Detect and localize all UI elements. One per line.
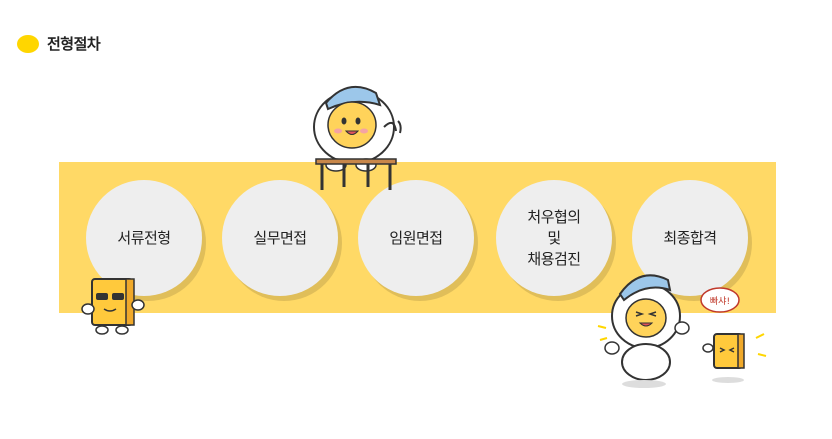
- character-at-desk-icon: [313, 85, 402, 190]
- step-practical-interview: 실무면접: [222, 180, 338, 296]
- step-executive-interview: 임원면접: [358, 180, 474, 296]
- section-title: 전형절차: [47, 35, 101, 53]
- step-label: 처우협의 및 채용검진: [527, 207, 581, 268]
- cheering-characters-icon: 빠샤!: [597, 274, 767, 388]
- section-header: 전형절차: [17, 33, 101, 54]
- step-label: 임원면접: [389, 228, 443, 247]
- bullet-dot-icon: [17, 34, 39, 53]
- book-character-icon: [81, 278, 145, 335]
- cheer-badge-text: 빠샤!: [710, 296, 730, 307]
- step-label: 서류전형: [117, 228, 171, 247]
- step-label: 최종합격: [663, 228, 717, 247]
- step-label: 실무면접: [253, 228, 307, 247]
- step-negotiation-checkup: 처우협의 및 채용검진: [496, 180, 612, 296]
- step-document-screening: 서류전형: [86, 180, 202, 296]
